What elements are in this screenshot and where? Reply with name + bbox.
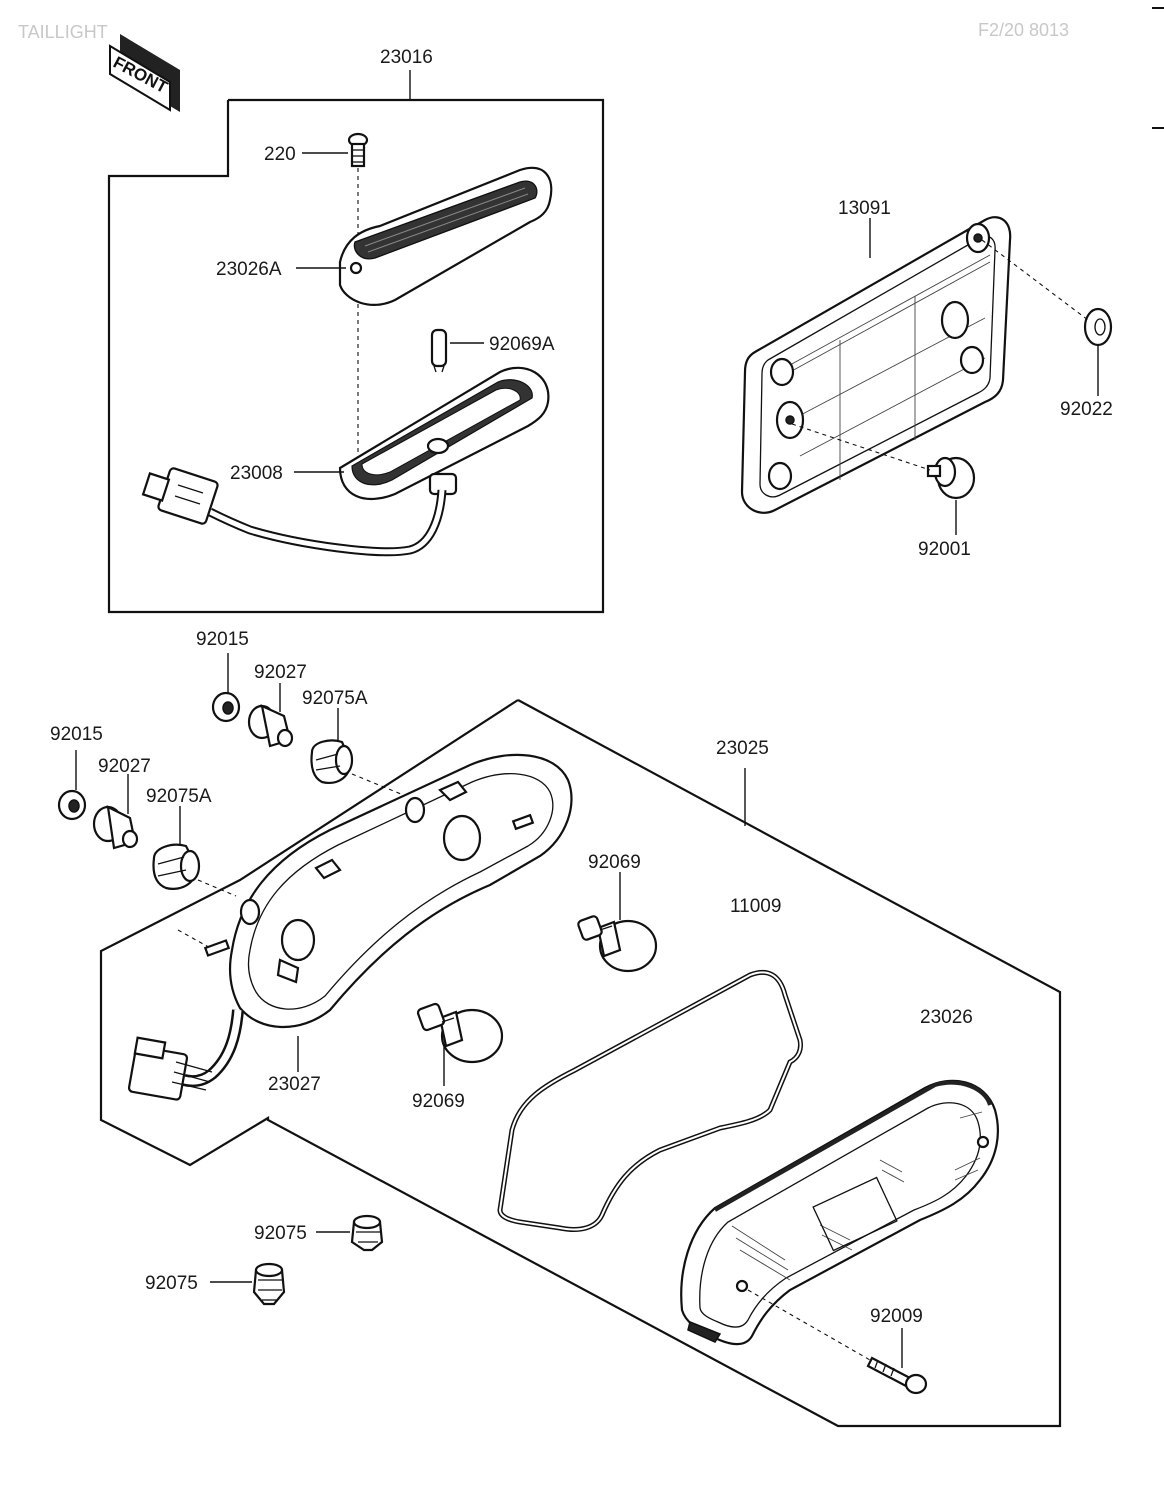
callout-23026: 23026 <box>920 1007 973 1028</box>
callout-13091: 13091 <box>838 198 891 219</box>
callout-92075a-upper: 92075A <box>302 688 368 709</box>
callout-92075-a: 92075 <box>254 1223 307 1244</box>
assembly-frame-23025 <box>99 699 1062 1428</box>
reference-code: F2/20 8013 <box>978 20 1069 40</box>
screw-92009 <box>866 1356 928 1395</box>
collar-92027-left <box>92 805 139 850</box>
callout-92009: 92009 <box>870 1306 923 1327</box>
callout-92015-upper: 92015 <box>196 629 249 650</box>
callout-220: 220 <box>264 144 296 165</box>
nut-92015-left <box>57 789 87 821</box>
housing-23027 <box>203 753 573 1029</box>
callout-92069a: 92069A <box>489 334 555 355</box>
callout-23008: 23008 <box>230 463 283 484</box>
damper-92075-b <box>252 1262 286 1306</box>
collar-92027-upper <box>247 704 294 748</box>
callout-92001: 92001 <box>918 539 971 560</box>
callout-92015-left: 92015 <box>50 724 103 745</box>
callout-92069-right: 92069 <box>588 852 641 873</box>
screw-220 <box>347 132 369 168</box>
callout-92075-b: 92075 <box>145 1273 198 1294</box>
housing-23008 <box>338 366 550 501</box>
front-direction-badge: FRONT <box>109 34 180 112</box>
section-title: TAILLIGHT <box>18 22 108 42</box>
assembly-frame-23016 <box>107 98 605 614</box>
harness-connector-small <box>141 467 447 557</box>
bracket-plate-13091 <box>740 216 1012 514</box>
callout-23025: 23025 <box>716 738 769 759</box>
assembly-axis <box>197 879 237 897</box>
bulb-92069-left <box>416 1002 504 1064</box>
gasket-11009 <box>497 969 803 1232</box>
callout-92027-left: 92027 <box>98 756 151 777</box>
callout-92027-upper: 92027 <box>254 662 307 683</box>
bulb-92069-right <box>577 915 658 973</box>
nut-92015-upper <box>211 691 241 723</box>
bulb-92069a <box>430 328 448 373</box>
damper-92075a-upper <box>310 739 354 784</box>
callout-23016: 23016 <box>380 47 433 68</box>
lens-23026a <box>338 166 553 306</box>
callout-92075a-left: 92075A <box>146 786 212 807</box>
harness-connector-main <box>127 1009 244 1101</box>
washer-92022 <box>1083 307 1113 347</box>
callout-23026a: 23026A <box>216 259 282 280</box>
damper-92075-a <box>350 1214 384 1252</box>
lens-23026 <box>680 1079 999 1346</box>
callout-92022: 92022 <box>1060 399 1113 420</box>
damper-92075a-left <box>152 843 201 890</box>
assembly-axis <box>981 239 1089 321</box>
callout-11009: 11009 <box>730 896 781 917</box>
bolt-92001 <box>926 456 976 500</box>
callout-23027: 23027 <box>268 1074 321 1095</box>
assembly-axis <box>791 423 931 471</box>
callout-92069-left: 92069 <box>412 1091 465 1112</box>
